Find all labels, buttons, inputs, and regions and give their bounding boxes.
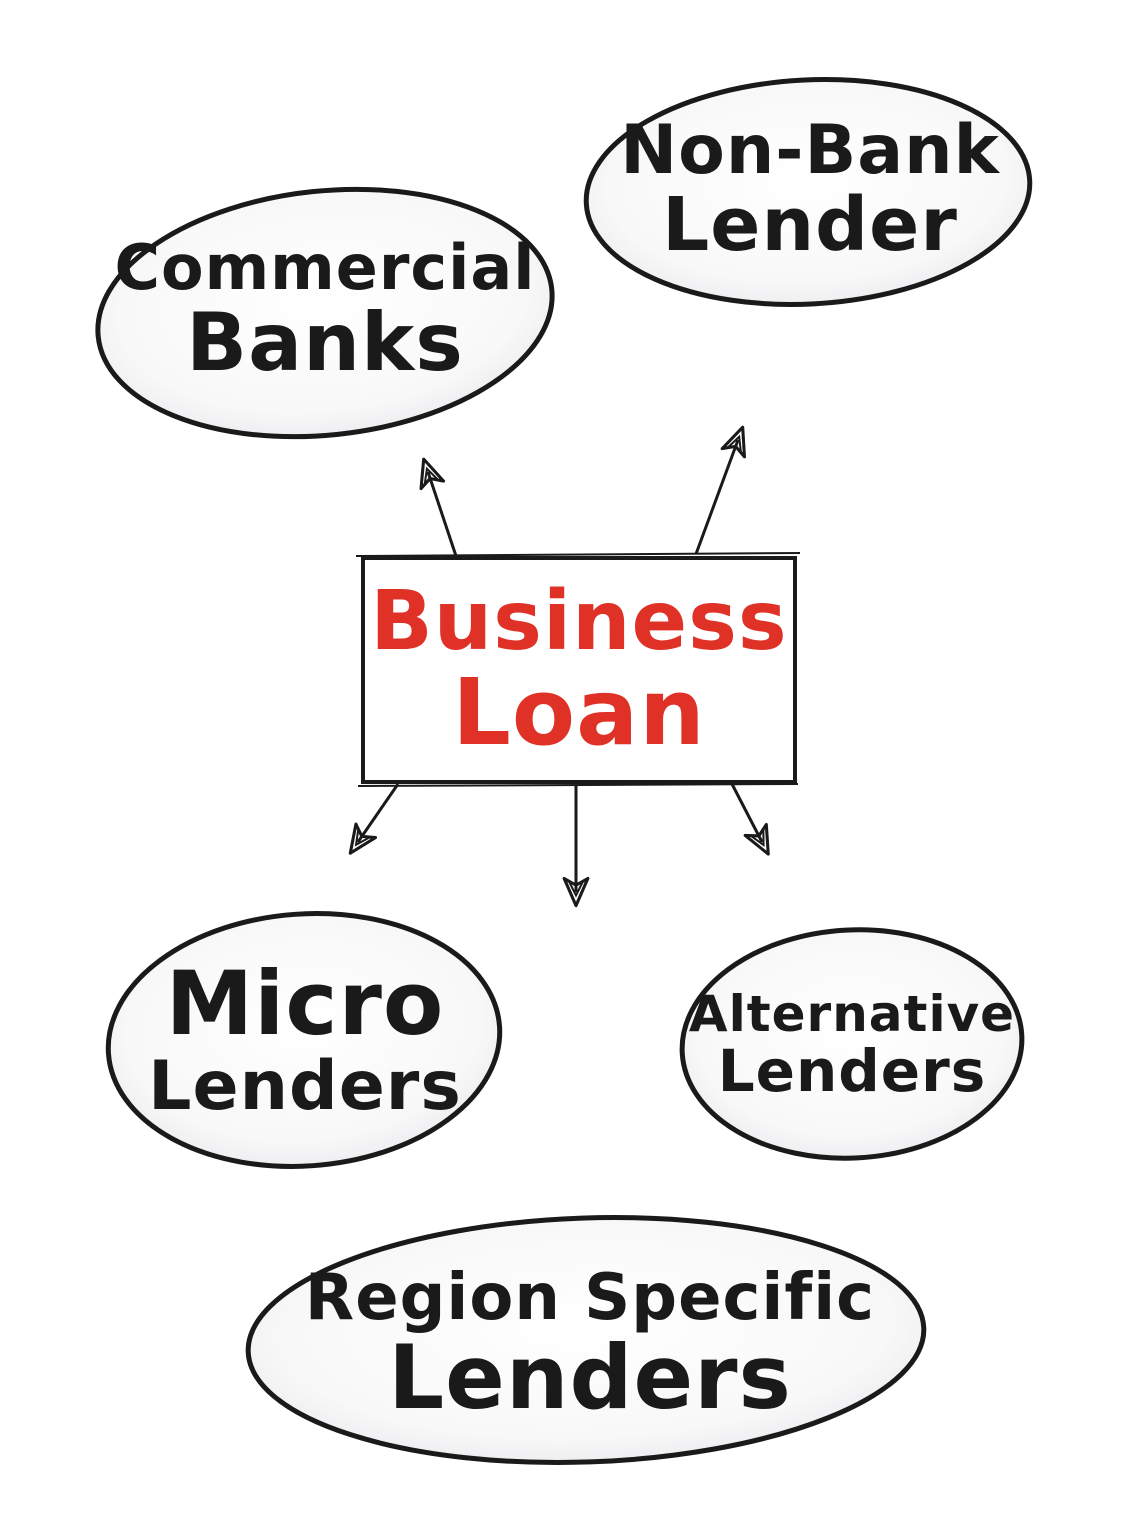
region-specific-lenders-label: Region Specific Lenders — [290, 1250, 890, 1440]
business-loan-line2: Loan — [452, 658, 706, 766]
non-bank-lender-line1: Non-Bank — [620, 111, 1000, 191]
alternative-lenders-line2: Lenders — [717, 1036, 987, 1105]
arrow-to-commercial-banks — [419, 457, 458, 557]
commercial-banks-line1: Commercial — [114, 231, 536, 305]
commercial-banks-bubble — [95, 186, 555, 440]
box-sketch-line — [357, 783, 799, 787]
arrow-to-alternative-lenders — [730, 783, 770, 856]
box-sketch-line — [355, 552, 801, 557]
arrow-to-micro-lenders — [348, 783, 400, 855]
commercial-banks-line2: Banks — [186, 295, 464, 389]
region-specific-lenders-line2: Lenders — [388, 1326, 792, 1430]
alternative-lenders-label: Alternative Lenders — [688, 970, 1016, 1120]
alternative-lenders-bubble — [679, 927, 1025, 1161]
non-bank-lender-bubble — [583, 77, 1033, 307]
micro-lenders-line1: Micro — [165, 952, 445, 1056]
business-loan-box — [361, 556, 797, 784]
micro-lenders-bubble — [105, 911, 503, 1169]
micro-lenders-label: Micro Lenders — [125, 940, 485, 1140]
region-specific-lenders-line1: Region Specific — [304, 1261, 876, 1336]
micro-lenders-line2: Lenders — [148, 1046, 462, 1126]
non-bank-lender-line2: Lender — [662, 181, 958, 268]
alternative-lenders-line1: Alternative — [688, 985, 1016, 1044]
non-bank-lender-label: Non-Bank Lender — [600, 100, 1020, 280]
arrow-to-non-bank-lender — [694, 425, 746, 555]
business-loan-line1: Business — [370, 573, 788, 669]
commercial-banks-label: Commercial Banks — [110, 215, 540, 405]
business-loan-label: Business Loan — [363, 562, 795, 778]
region-specific-lenders-bubble — [245, 1215, 927, 1465]
